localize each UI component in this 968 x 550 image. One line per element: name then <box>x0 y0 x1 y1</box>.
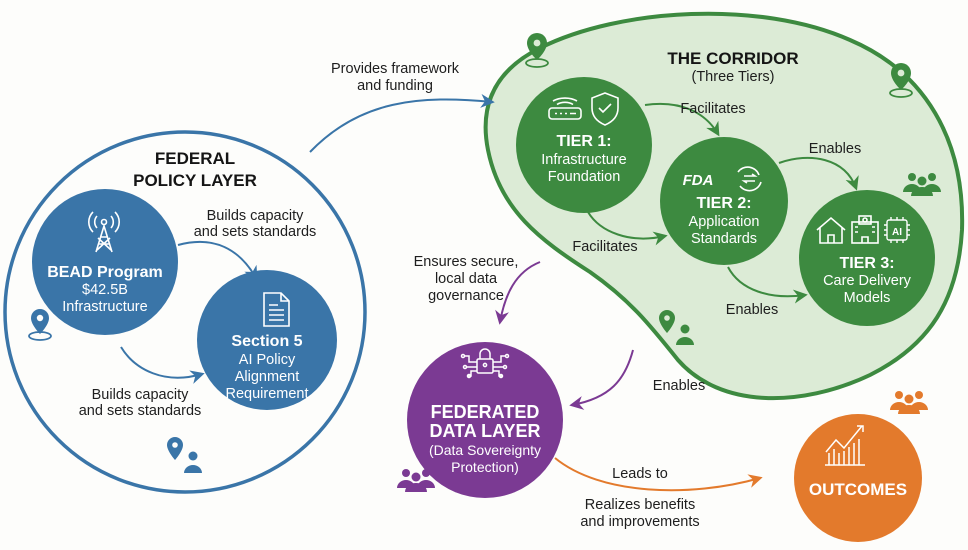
tier3-node[interactable]: AI TIER 3: Care Delivery Models <box>799 190 935 326</box>
edge-bead-to-section5-bottom <box>120 346 205 384</box>
edge-bottom-label-line2: and sets standards <box>79 403 202 419</box>
bead-subtitle: Infrastructure <box>62 299 147 315</box>
corridor-enables-federated-label: Enables <box>653 378 705 394</box>
corridor-to-federated-label-line3: governance <box>428 288 504 304</box>
federated-title-line2: DATA LAYER <box>429 421 540 441</box>
bead-title: BEAD Program <box>47 264 163 281</box>
tier2-line2: Application <box>689 214 760 230</box>
fda-logo-icon: FDA <box>683 172 714 189</box>
outcomes-node[interactable]: OUTCOMES <box>794 414 922 542</box>
realizes-label-line1: Realizes benefits <box>585 497 695 513</box>
federated-title-line1: FEDERATED <box>431 402 540 422</box>
edge-t1-t2-bottom-label: Facilitates <box>572 239 637 255</box>
ai-chip-label: AI <box>892 227 902 238</box>
corridor-group-icon <box>903 173 941 196</box>
growth-chart-icon <box>825 425 865 466</box>
edge-top-label-line1: Builds capacity <box>207 208 304 224</box>
corridor-to-federated-label-line2: local data <box>435 271 498 287</box>
sync-icon <box>737 166 762 192</box>
edge-federated-to-outcomes <box>554 457 763 492</box>
edge-bead-to-section5-top <box>177 240 258 281</box>
edge-tier2-to-tier3-top <box>778 156 859 191</box>
edge-t2-t3-top-label: Enables <box>809 141 861 157</box>
network-lock-icon <box>460 348 510 379</box>
hospital-icon <box>851 215 879 244</box>
corridor-pin-left-icon <box>525 33 549 68</box>
location-pin-icon <box>28 309 52 341</box>
edge-federal-to-corridor <box>309 93 495 153</box>
tier3-line2: Care Delivery <box>823 273 912 289</box>
location-person-icon <box>167 437 202 473</box>
federated-group-icon <box>397 469 435 492</box>
home-icon <box>816 216 846 244</box>
outcomes-group-icon <box>890 391 928 414</box>
tier2-line3: Standards <box>691 231 757 247</box>
federated-line4: Protection) <box>451 459 519 475</box>
section5-line3: Alignment <box>235 369 299 385</box>
federated-data-node[interactable]: FEDERATED DATA LAYER (Data Sovereignty P… <box>407 342 563 498</box>
tier1-line3: Foundation <box>548 169 621 185</box>
edge-tier1-to-tier2-top <box>644 102 720 137</box>
federal-to-corridor-label-line1: Provides framework <box>331 61 460 77</box>
federal-title-line2: POLICY LAYER <box>133 171 257 190</box>
section5-title: Section 5 <box>231 333 302 350</box>
realizes-label-line2: and improvements <box>580 514 699 530</box>
section5-line2: AI Policy <box>239 352 296 368</box>
corridor-pin-right-icon <box>889 63 913 98</box>
cell-tower-icon <box>88 211 120 253</box>
edge-top-label-line2: and sets standards <box>194 224 317 240</box>
corridor-title: THE CORRIDOR <box>667 49 798 68</box>
tier1-line2: Infrastructure <box>541 152 626 168</box>
federal-title-line1: FEDERAL <box>155 149 235 168</box>
section5-node[interactable]: Section 5 AI Policy Alignment Requiremen… <box>197 270 337 410</box>
edge-corridor-to-federated <box>495 261 541 325</box>
edge-bottom-label-line1: Builds capacity <box>92 387 189 403</box>
bead-amount: $42.5B <box>82 282 128 298</box>
edge-t2-t3-bottom-label: Enables <box>726 302 778 318</box>
tier1-node[interactable]: TIER 1: Infrastructure Foundation <box>516 77 652 213</box>
bead-program-node[interactable]: BEAD Program $42.5B Infrastructure <box>32 189 178 335</box>
shield-check-icon <box>591 92 619 126</box>
outcomes-title: OUTCOMES <box>809 480 907 499</box>
federated-line3: (Data Sovereignty <box>429 442 541 458</box>
edge-tier2-to-tier3-bottom <box>727 266 808 304</box>
tier1-title: TIER 1: <box>556 133 611 150</box>
tier3-line3: Models <box>844 290 891 306</box>
corridor-location-person-icon <box>659 310 694 345</box>
tier2-node[interactable]: FDA TIER 2: Application Standards <box>660 137 788 265</box>
ai-chip-icon <box>884 217 910 243</box>
document-icon <box>263 292 290 327</box>
tier2-title: TIER 2: <box>696 195 751 212</box>
router-wifi-icon <box>548 97 582 120</box>
corridor-to-federated-label-line1: Ensures secure, <box>414 254 519 270</box>
corridor-subtitle: (Three Tiers) <box>692 69 775 85</box>
section5-line4: Requirement <box>225 386 308 402</box>
federal-to-corridor-label-line2: and funding <box>357 78 433 94</box>
leads-to-label: Leads to <box>612 466 668 482</box>
edge-tier1-to-tier2-bottom <box>587 211 668 246</box>
edge-t1-t2-top-label: Facilitates <box>680 101 745 117</box>
edge-corridor-enables-federated <box>569 349 634 410</box>
tier3-title: TIER 3: <box>839 255 894 272</box>
